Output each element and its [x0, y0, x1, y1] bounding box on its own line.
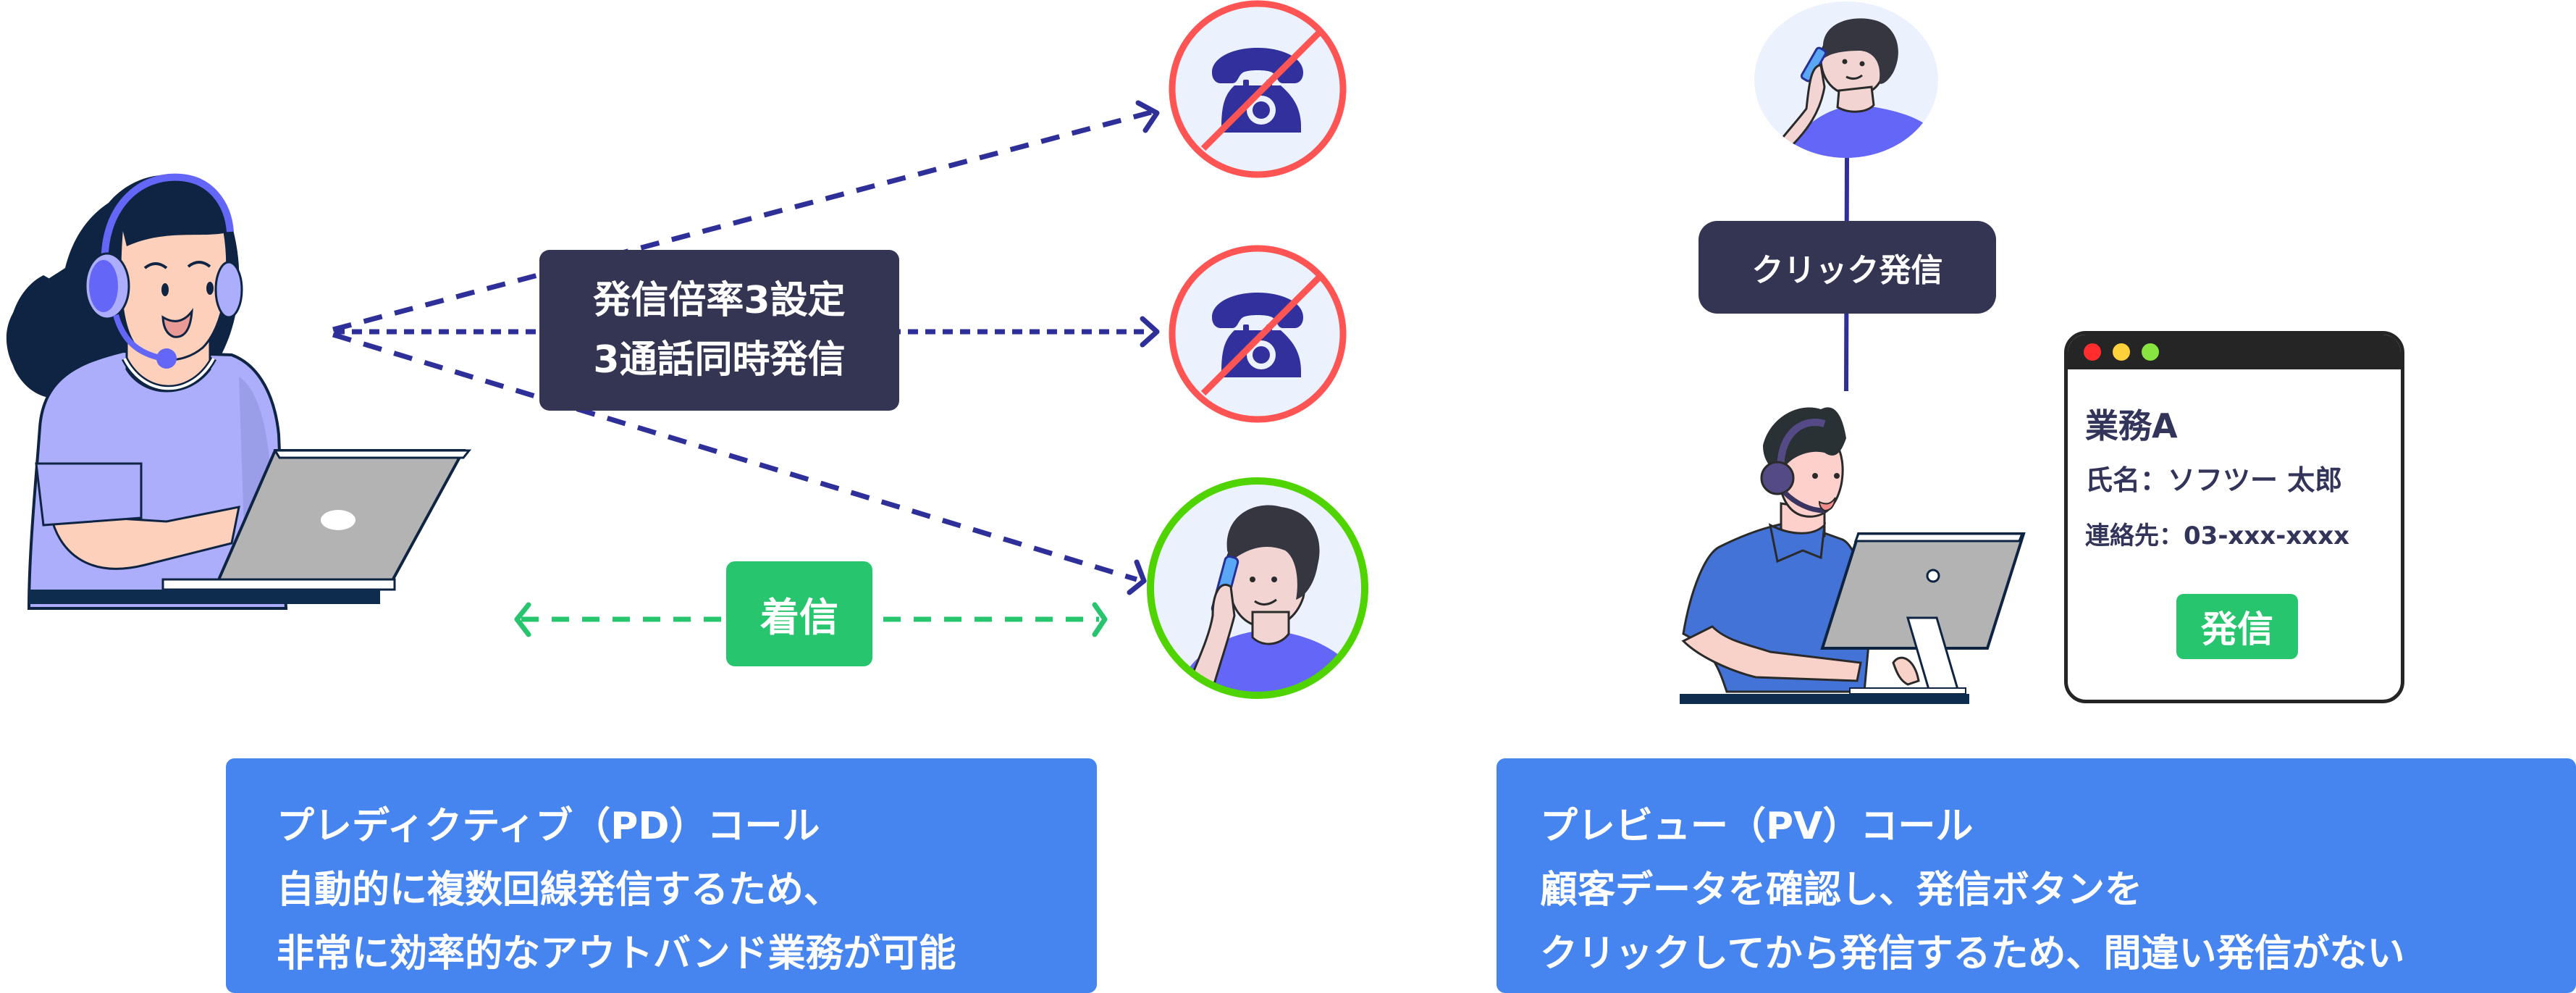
- dial-ratio-line2: 3通話同時発信: [593, 338, 846, 382]
- phone-blocked-icon: [1212, 293, 1303, 377]
- female-agent-illustration: [6, 173, 472, 610]
- incoming-call-label: 着信: [726, 561, 872, 666]
- pd-description-card: プレディクティブ（PD）コール 自動的に複数回線発信するため、 非常に効率的なア…: [226, 758, 1097, 993]
- blocked-call-target-2: [1169, 245, 1347, 423]
- maximize-dot-icon[interactable]: [2142, 343, 2159, 361]
- incoming-call-text: 着信: [760, 595, 838, 640]
- arrowhead-bottom: [1127, 559, 1147, 595]
- click-call-label: クリック発信: [1699, 221, 1996, 314]
- pv-line2: クリックしてから発信するため、間違い発信がない: [1540, 932, 2405, 976]
- male-agent-illustration: [1680, 407, 2026, 704]
- incoming-arrowhead-left: [514, 602, 531, 637]
- pv-line1: 顧客データを確認し、発信ボタンを: [1540, 868, 2143, 912]
- dial-line-bottom: [332, 332, 1138, 582]
- customer-data-window: 業務A 氏名：ソフツー 太郎 連絡先：03-xxx-xxxx 発信: [2064, 331, 2404, 703]
- pv-title: プレビュー（PV）コール: [1540, 805, 1974, 848]
- blocked-call-target-1: [1169, 0, 1347, 178]
- pd-title: プレディクティブ（PD）コール: [277, 805, 820, 848]
- minimize-dot-icon[interactable]: [2113, 343, 2130, 361]
- arrowhead-middle: [1140, 316, 1160, 348]
- incoming-arrowhead-right: [1092, 602, 1108, 637]
- prohibition-slash: [1200, 275, 1322, 396]
- pv-description-card: プレビュー（PV）コール 顧客データを確認し、発信ボタンを クリックしてから発信…: [1497, 758, 2576, 993]
- business-title: 業務A: [2085, 406, 2178, 445]
- close-dot-icon[interactable]: [2084, 343, 2101, 361]
- customer-avatar-top: [1754, 1, 1938, 158]
- pd-line1: 自動的に複数回線発信するため、: [277, 868, 842, 912]
- prohibition-slash: [1200, 30, 1322, 151]
- customer-contact: 連絡先：03-xxx-xxxx: [2085, 521, 2350, 550]
- dial-ratio-line1: 発信倍率3設定: [593, 279, 846, 322]
- click-call-text: クリック発信: [1751, 252, 1943, 289]
- customer-name: 氏名：ソフツー 太郎: [2085, 464, 2343, 496]
- dial-ratio-box: 発信倍率3設定 3通話同時発信: [539, 250, 899, 411]
- window-title-bar: [2068, 335, 2401, 369]
- dial-line-top: [332, 109, 1152, 332]
- pd-line2: 非常に効率的なアウトバンド業務が可能: [277, 932, 956, 976]
- call-button[interactable]: 発信: [2176, 594, 2298, 659]
- arrowhead-top: [1135, 100, 1160, 133]
- connected-customer-target: [1147, 477, 1368, 699]
